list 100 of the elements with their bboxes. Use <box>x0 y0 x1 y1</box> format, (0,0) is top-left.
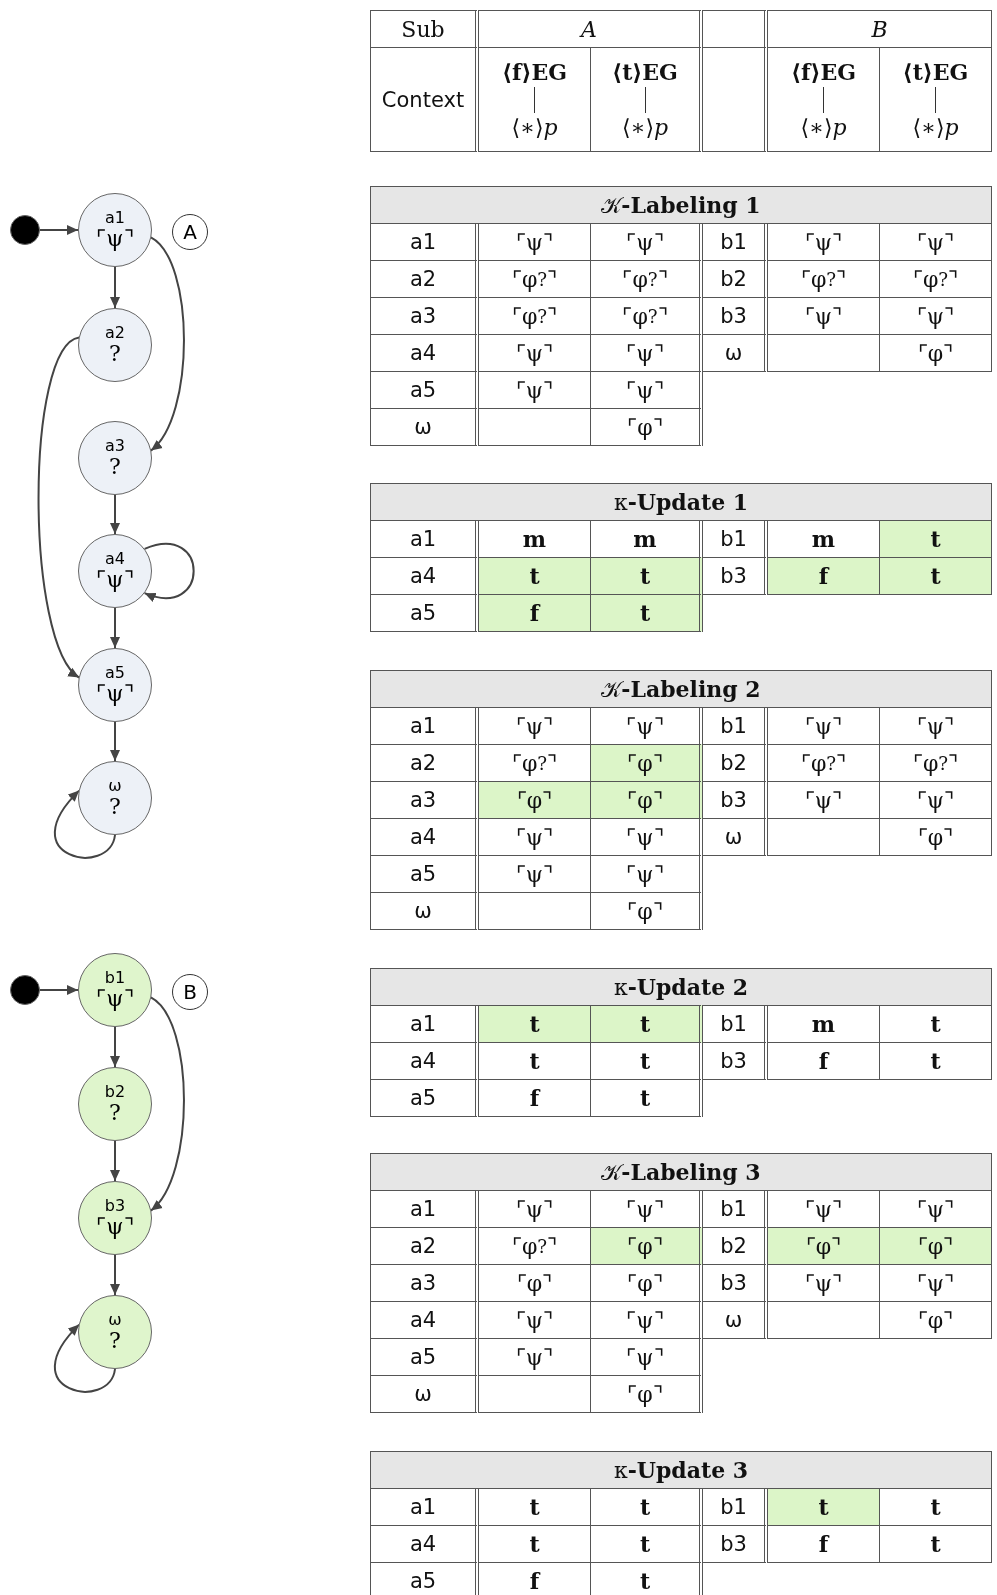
arrow <box>110 494 120 535</box>
table-cell: f <box>767 557 880 595</box>
arrow <box>110 607 120 649</box>
row-header: a4 <box>370 1525 479 1563</box>
table-title: 𝒦-Labeling 3 <box>370 1153 992 1191</box>
table-cell: ⌜φ⌝ <box>590 744 703 782</box>
state-label: ⌜ψ⌝ <box>96 227 134 251</box>
arrow <box>53 789 116 859</box>
state-label: ⌜ψ⌝ <box>96 1215 134 1239</box>
formula: ⟨f⟩EG <box>501 59 568 85</box>
state-label: ⌜ψ⌝ <box>96 987 134 1011</box>
row-header: ω <box>370 892 479 930</box>
arrow <box>110 1140 120 1182</box>
state-label: ? <box>109 455 121 479</box>
arrow <box>110 1026 120 1068</box>
table-cell: t <box>879 557 992 595</box>
table-cell: ⌜φ⌝ <box>879 334 992 372</box>
table-title: 𝒦-Labeling 2 <box>370 670 992 708</box>
column-header: B <box>767 10 992 48</box>
row-header: a5 <box>370 371 479 409</box>
table-cell: ⌜φ⌝ <box>478 781 591 819</box>
start-dot <box>10 215 40 245</box>
row-header: a5 <box>370 1079 479 1117</box>
state-name: b2 <box>104 1083 126 1101</box>
table-cell: ⌜φ⌝ <box>879 1301 992 1339</box>
table-cell: t <box>478 557 591 595</box>
table-title: κ-Update 3 <box>370 1451 992 1489</box>
state-label: ? <box>109 795 121 819</box>
state-name: ω <box>108 777 122 795</box>
table-cell: t <box>879 1042 992 1080</box>
row-header: ω <box>702 334 768 372</box>
row-header: a1 <box>370 1190 479 1228</box>
table-cell: t <box>590 1079 703 1117</box>
row-header: a4 <box>370 1042 479 1080</box>
table-cell: ⌜φ⌝ <box>590 1375 703 1413</box>
state-name: a2 <box>105 324 125 342</box>
row-header: a5 <box>370 855 479 893</box>
formula: ⟨t⟩EG <box>902 59 969 85</box>
row-header: a2 <box>370 260 479 298</box>
arrow <box>53 1323 116 1393</box>
table-cell: t <box>590 1005 703 1043</box>
table-cell: ⌜φ⌝ <box>590 781 703 819</box>
formula: ⟨∗⟩p <box>800 115 847 140</box>
column-header: Sub <box>370 10 479 48</box>
arrow <box>143 543 195 602</box>
table-cell: t <box>767 1488 880 1526</box>
formula: ⟨∗⟩p <box>621 115 669 140</box>
row-header: a4 <box>370 818 479 856</box>
row-header: a3 <box>370 297 479 335</box>
arrow <box>149 236 185 452</box>
row-header: a5 <box>370 1562 479 1595</box>
state-label: ? <box>109 1329 121 1353</box>
row-header: a5 <box>370 1338 479 1376</box>
row-header: a4 <box>370 334 479 372</box>
formula: ⟨∗⟩p <box>912 115 959 140</box>
row-header: a2 <box>370 1227 479 1265</box>
arrow <box>39 985 79 995</box>
table-title: 𝒦-Labeling 1 <box>370 186 992 224</box>
row-header: b3 <box>702 1525 768 1563</box>
state-name: b3 <box>104 1197 126 1215</box>
formula: ⟨f⟩EG <box>790 59 857 85</box>
state-label: ? <box>109 342 121 366</box>
row-header: a1 <box>370 707 479 745</box>
formula: ⟨∗⟩p <box>511 115 558 140</box>
formula: ⟨t⟩EG <box>612 59 678 85</box>
arrow <box>149 996 185 1212</box>
row-header: a1 <box>370 223 479 261</box>
state-name: a5 <box>105 664 125 682</box>
table-cell: ⌜φ⌝ <box>590 1227 703 1265</box>
state-label: ⌜ψ⌝ <box>96 682 134 706</box>
table-cell: ⌜φ⌝ <box>879 1227 992 1265</box>
row-header: ω <box>702 818 768 856</box>
state-name: a4 <box>105 550 125 568</box>
arrow <box>110 266 120 309</box>
table-cell: t <box>590 557 703 595</box>
arrow <box>110 1254 120 1296</box>
arrow <box>37 336 81 679</box>
table-cell: ⌜φ⌝ <box>590 408 703 446</box>
row-header: a3 <box>370 1264 479 1302</box>
table-cell: ⌜φ⌝ <box>590 892 703 930</box>
arrow <box>39 225 79 235</box>
state-name: b1 <box>104 969 126 987</box>
table-cell: t <box>478 1005 591 1043</box>
row-header: a1 <box>370 1488 479 1526</box>
table-cell: t <box>590 594 703 632</box>
state-label: ? <box>109 1101 121 1125</box>
table-title: κ-Update 1 <box>370 483 992 521</box>
column-header: A <box>478 10 703 48</box>
arrow <box>110 721 120 762</box>
table-cell: f <box>478 594 591 632</box>
state-label: ⌜ψ⌝ <box>96 568 134 592</box>
row-header: a4 <box>370 1301 479 1339</box>
start-dot <box>10 975 40 1005</box>
table-title: κ-Update 2 <box>370 968 992 1006</box>
row-header: ω <box>370 1375 479 1413</box>
state-name: ω <box>108 1311 122 1329</box>
row-header: ω <box>702 1301 768 1339</box>
state-name: a3 <box>105 437 125 455</box>
state-name: a1 <box>105 209 125 227</box>
row-header: ω <box>370 408 479 446</box>
